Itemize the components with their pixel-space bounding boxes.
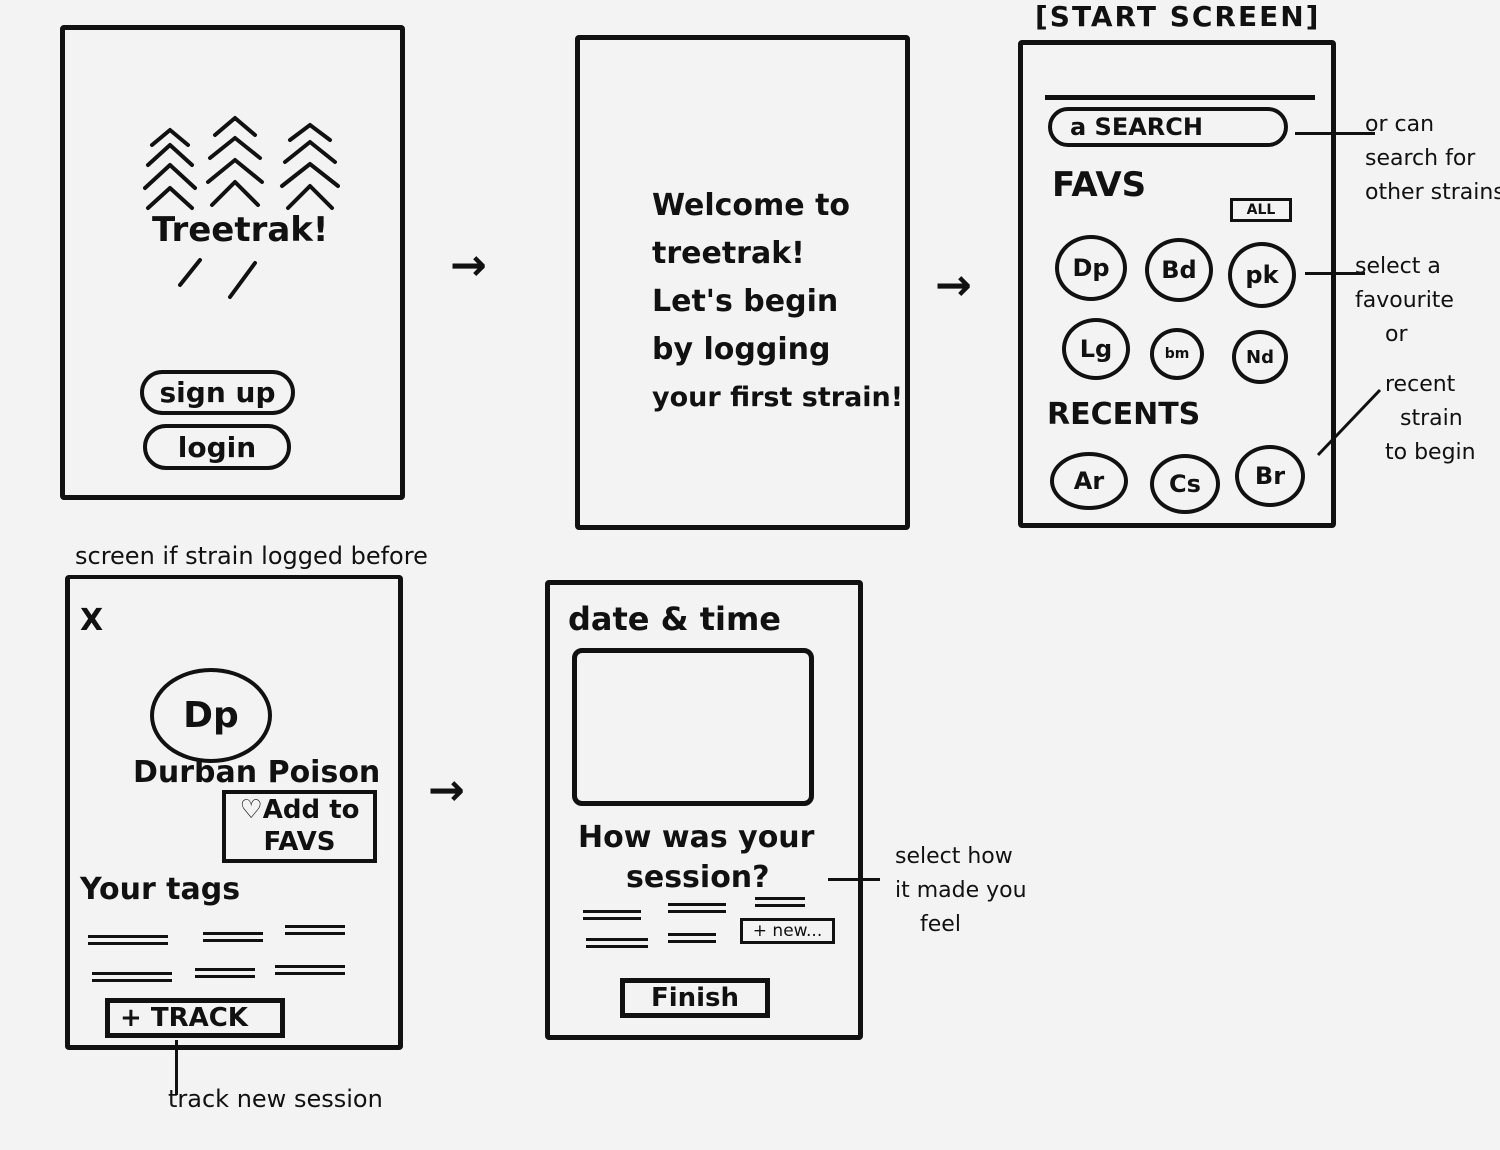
recent-note-pointer [1315,385,1385,460]
date-heading: date & time [568,600,781,638]
fav-strain-dp[interactable]: Dp [1055,235,1127,301]
feeling-chip[interactable] [583,910,641,920]
tree-icon [140,110,350,220]
fav-strain-bd[interactable]: Bd [1145,238,1213,302]
tag-chip[interactable] [285,925,345,935]
favs-heading: FAVS [1052,165,1146,205]
tag-chip[interactable] [203,932,263,942]
fav-strain-nd[interactable]: Nd [1232,330,1288,384]
flow-arrow: → [450,240,487,291]
welcome-line: by logging [652,326,903,374]
feeling-chip[interactable] [668,933,716,943]
add-to-favs-label: FAVS [226,826,373,858]
recent-strain-cs[interactable]: Cs [1150,454,1220,514]
welcome-line: Let's begin [652,278,903,326]
recent-strain-br[interactable]: Br [1235,445,1305,507]
flow-arrow: → [428,765,465,816]
recents-heading: RECENTS [1047,397,1200,432]
fav-strain-bm[interactable]: bm [1150,328,1204,380]
signup-button[interactable]: sign up [140,370,295,415]
tag-chip[interactable] [195,968,255,978]
add-to-favs-button[interactable]: ♡Add to FAVS [222,790,377,863]
search-input[interactable]: a SEARCH [1048,107,1288,147]
all-button[interactable]: ALL [1230,198,1292,222]
feeling-chip[interactable] [755,897,805,907]
search-note-pointer [1295,132,1375,135]
feeling-chip[interactable] [668,903,726,913]
finish-button[interactable]: Finish [620,978,770,1018]
close-icon[interactable]: X [80,603,103,638]
welcome-line: treetrak! [652,230,903,278]
recent-note: recent strain to begin [1385,368,1476,470]
tag-chip[interactable] [275,965,345,975]
welcome-line: your first strain! [652,374,903,422]
add-to-favs-label: ♡Add to [226,794,373,826]
session-question: How was your session? [578,818,814,898]
fav-strain-lg[interactable]: Lg [1062,318,1130,380]
select-note: select a favourite or [1355,250,1454,352]
tag-chip[interactable] [92,972,172,982]
flow-arrow: → [935,260,972,311]
welcome-line: Welcome to [652,182,903,230]
top-bar-divider [1045,95,1315,100]
app-name: Treetrak! [152,210,328,250]
login-button[interactable]: login [143,424,291,470]
strain-name: Durban Poison [133,755,380,790]
recent-strain-ar[interactable]: Ar [1050,452,1128,510]
tag-chip[interactable] [88,935,168,945]
session-note-pointer [828,878,880,881]
session-note: select how it made you feel [895,840,1027,942]
tags-heading: Your tags [80,872,240,907]
strain-avatar: Dp [150,668,272,763]
track-note: track new session [168,1085,383,1113]
track-button[interactable]: + TRACK [105,998,285,1038]
welcome-text: Welcome to treetrak! Let's begin by logg… [652,182,903,422]
strain-screen-caption: screen if strain logged before [75,542,428,570]
start-screen-header: [START SCREEN] [1035,0,1320,33]
new-feeling-chip[interactable]: + new... [740,918,835,944]
rain-lines [175,255,275,305]
date-time-picker[interactable] [572,648,814,806]
fav-strain-pk[interactable]: pk [1228,242,1296,308]
search-note: or can search for other strains [1365,108,1500,210]
feeling-chip[interactable] [586,938,648,948]
